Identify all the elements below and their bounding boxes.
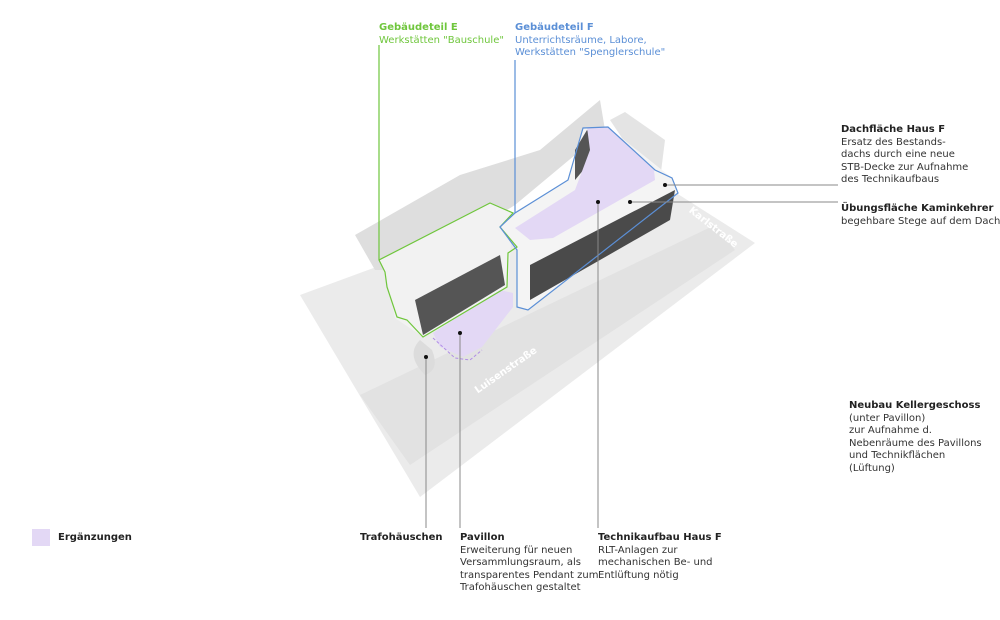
- roof-extension: [515, 127, 655, 240]
- street-band: [360, 225, 735, 465]
- pavillon-basement-outline: [432, 337, 483, 361]
- leader-dots: [424, 183, 667, 359]
- building-f-facade: [530, 190, 675, 300]
- pavillon: [433, 290, 513, 357]
- neighbor-building: [355, 100, 605, 270]
- gebaeude-f-outline: [499, 60, 679, 311]
- building-e-facade: [415, 255, 505, 335]
- label-kellergeschoss: Neubau Kellergeschoss(unter Pavillon)zur…: [849, 400, 982, 474]
- legend-label: Ergänzungen: [58, 532, 132, 543]
- gebaeude-e-outline: [378, 45, 518, 338]
- leader-lines: [425, 184, 838, 528]
- label-trafohaeuschen: Trafohäuschen: [360, 532, 443, 543]
- legend-swatch-ergaenzungen: [32, 529, 50, 546]
